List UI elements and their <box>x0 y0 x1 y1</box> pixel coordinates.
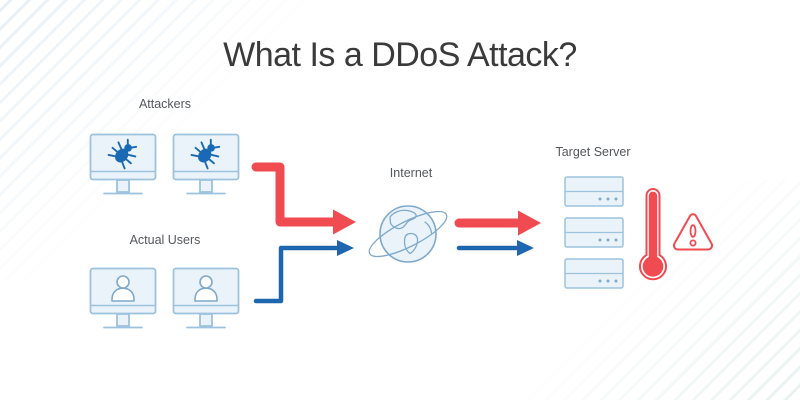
legit-traffic-arrow-right <box>456 240 534 256</box>
server-icon <box>564 258 624 289</box>
bug-icon <box>107 138 138 170</box>
attackers-label: Attackers <box>138 97 192 111</box>
warning-triangle-icon <box>673 213 713 251</box>
server-icon <box>564 217 624 248</box>
internet-label: Internet <box>389 166 433 180</box>
thermometer-icon <box>639 188 667 281</box>
attack-traffic-arrow-right <box>454 210 541 236</box>
actual-users-label: Actual Users <box>129 233 201 247</box>
attacker-computer-icon <box>89 133 157 195</box>
server-icon <box>564 176 624 207</box>
user-computer-icon <box>172 267 240 329</box>
target-server-label: Target Server <box>555 145 631 159</box>
target-server-stack <box>564 176 624 289</box>
person-icon <box>194 275 218 302</box>
attacker-computer-icon <box>172 133 240 195</box>
person-icon <box>111 275 135 302</box>
page-title: What Is a DDoS Attack? <box>223 36 577 74</box>
bug-icon <box>190 138 221 170</box>
legit-traffic-arrow-left <box>253 240 354 304</box>
globe-icon <box>368 205 448 263</box>
attack-traffic-arrow-left <box>251 162 356 235</box>
user-computer-icon <box>89 267 157 329</box>
